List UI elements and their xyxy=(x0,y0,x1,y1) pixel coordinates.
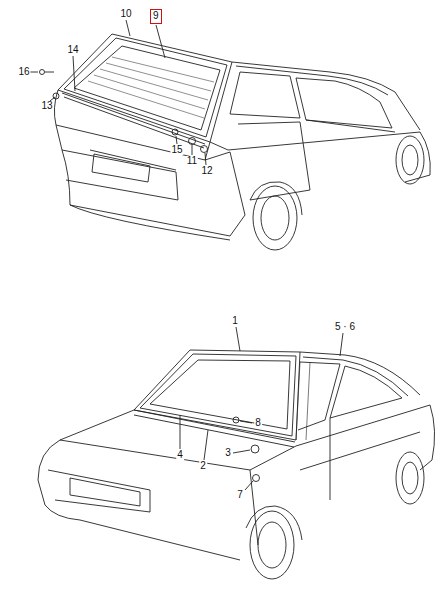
callout-number: 15 xyxy=(170,145,183,155)
callout-number: 16 xyxy=(17,67,30,77)
highlighted-callout-box: 9 xyxy=(150,9,162,24)
callout-number: 1 xyxy=(231,316,239,326)
callout-number: 7 xyxy=(236,490,244,500)
callout-number: 8 xyxy=(254,418,262,428)
callout-number: 3 xyxy=(224,448,232,458)
callout-number: 9 xyxy=(153,11,159,21)
callout-number: 10 xyxy=(119,9,132,19)
callout-number: 2 xyxy=(199,461,207,471)
callout-number: 11 xyxy=(186,156,198,166)
callout-number: 13 xyxy=(40,101,53,111)
callout-number: 4 xyxy=(176,450,184,460)
callout-number: 12 xyxy=(200,166,213,176)
callout-number: 5 · 6 xyxy=(334,322,356,332)
callout-number: 14 xyxy=(66,45,79,55)
